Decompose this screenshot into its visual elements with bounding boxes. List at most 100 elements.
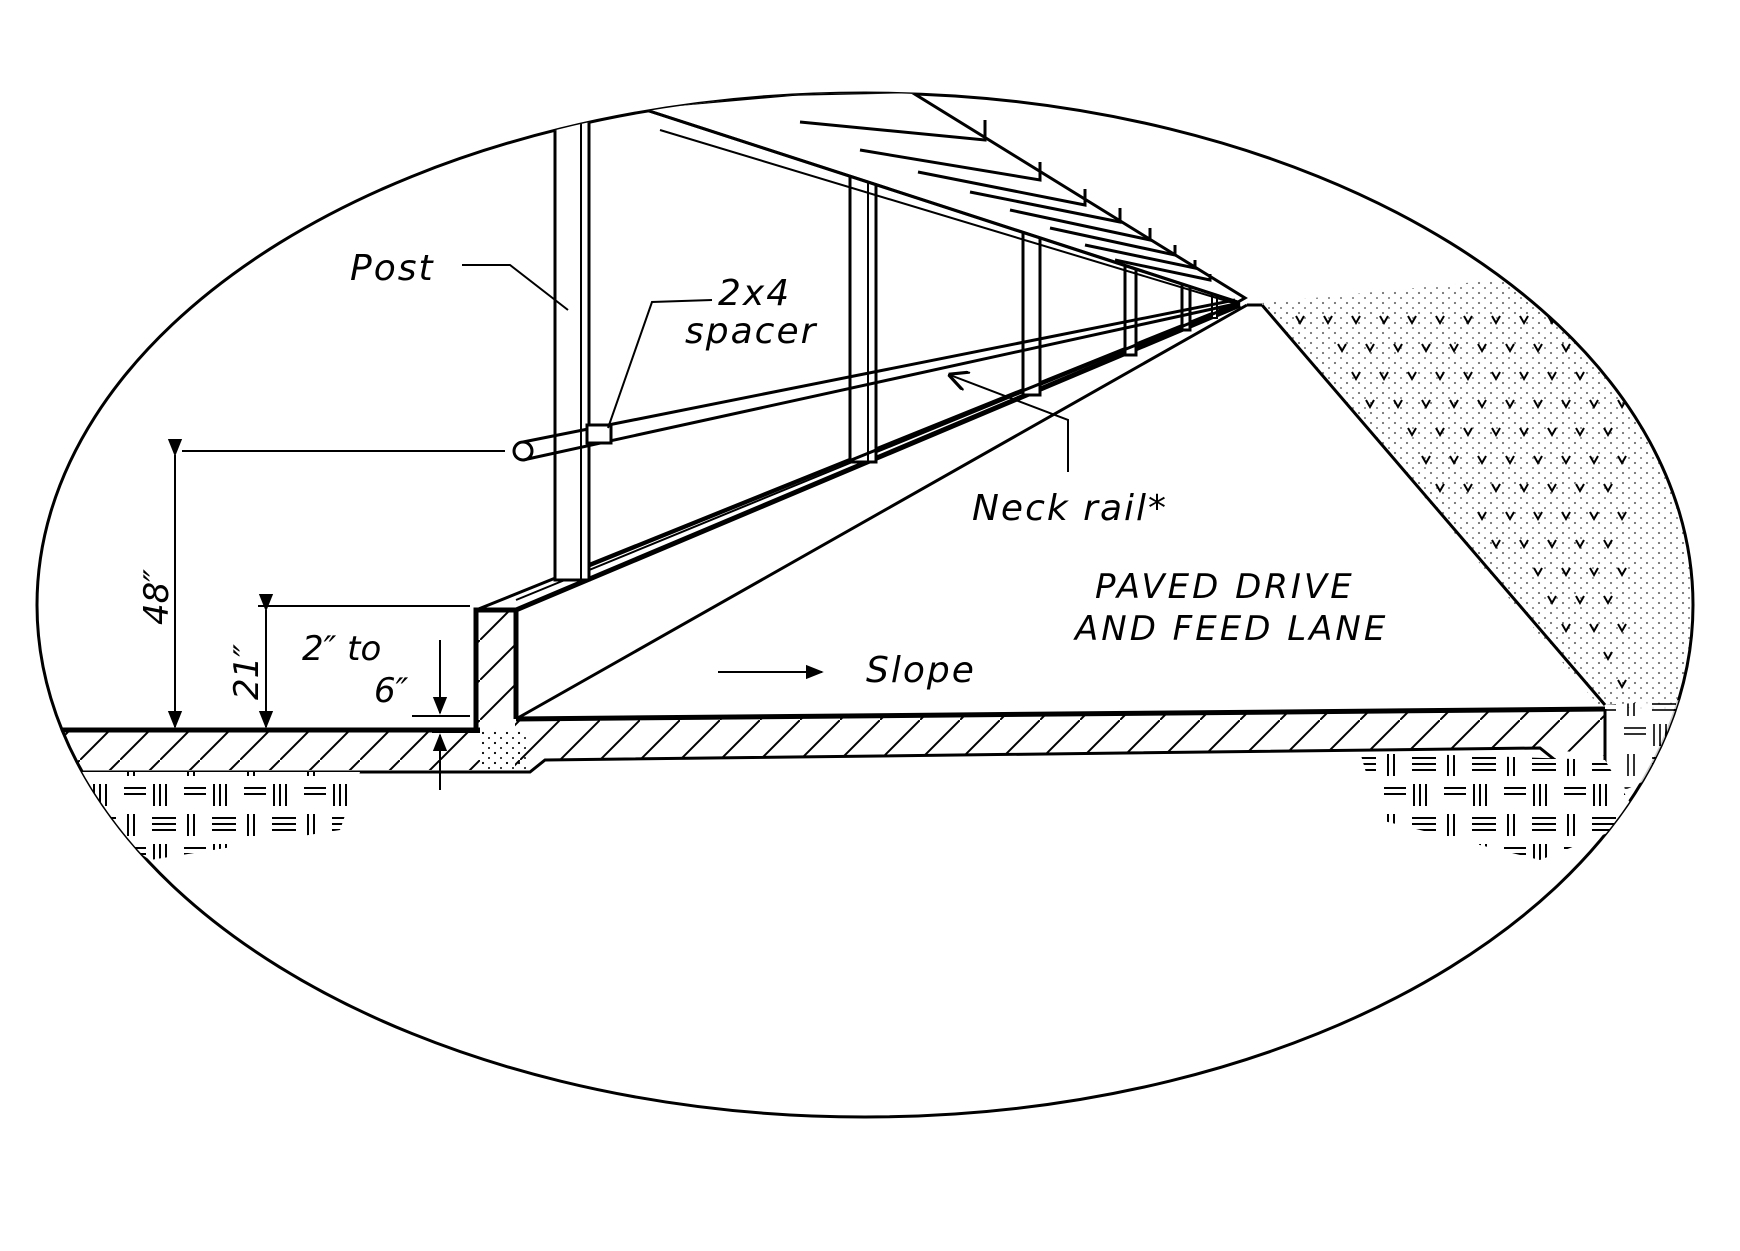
rafter [917,170,1087,207]
grass-mark [1505,399,1515,410]
spacer-block [585,423,613,445]
neck-rail-leader [950,375,1069,472]
grass-mark [1477,455,1487,466]
grass-mark [1547,595,1557,606]
grass-mark [1435,483,1445,494]
rafter [859,148,1042,182]
grass-mark [1519,315,1529,326]
neck-rail [512,298,1236,462]
grass-mark [1617,343,1627,354]
grass-mark [1407,427,1417,438]
grass-mark [1491,315,1501,326]
rafter [1084,243,1197,270]
ground-slab [37,706,1607,774]
grass-mark [1561,567,1571,578]
grass-mark [1421,343,1431,354]
post-3 [1021,223,1042,397]
paved-label-line1: PAVED DRIVE [1095,567,1355,607]
grass-mark [1295,315,1305,326]
rafter [1114,258,1212,282]
rafter [799,120,987,142]
grass-mark [1505,511,1515,522]
grass-mark [1575,595,1585,606]
grass-mark [1561,623,1571,634]
grass-mark [1547,483,1557,494]
rafter [969,190,1122,224]
grass-mark [1435,427,1445,438]
grass-mark [1505,343,1515,354]
grass-mark [1617,623,1627,634]
grass-mark [1533,567,1543,578]
grass-mark [1533,343,1543,354]
grass-mark [1575,539,1585,550]
dim-21-text: 21″ [227,644,267,700]
dimensions: 48″ 21″ 2″ to 6″ [137,438,505,790]
grass-mark [1449,343,1459,354]
grass-mark [1463,315,1473,326]
grass-mark [1323,315,1333,326]
post-leader [462,264,569,311]
grass-mark [1491,427,1501,438]
dim-step-line2: 6″ [374,671,409,711]
grass-mark [1519,371,1529,382]
grass-mark [1491,371,1501,382]
rafter [1049,226,1177,257]
grass-mark [1561,399,1571,410]
grass-mark [1365,343,1375,354]
grass-mark [1533,511,1543,522]
grass-mark [1603,595,1613,606]
grass-mark [1533,455,1543,466]
grass-mark [1393,343,1403,354]
roof-beam [639,93,1248,306]
grass-mark [1561,455,1571,466]
soil [80,700,1690,860]
dim-48-text: 48″ [137,569,177,625]
post-2 [848,170,878,464]
grass-mark [1379,371,1389,382]
grass-mark [1491,539,1501,550]
grass-mark [1589,343,1599,354]
rafter [1009,208,1152,242]
scene [37,93,1693,860]
grass-mark [1477,343,1487,354]
grass-mark [1449,455,1459,466]
grass-mark [1435,371,1445,382]
grass-mark [1575,371,1585,382]
post-1 [553,113,591,582]
grass-mark [1603,483,1613,494]
spacer-label-line1: 2x4 [718,273,791,314]
lower-rail [588,303,1236,568]
grass-mark [1617,399,1627,410]
grass-mark [1603,427,1613,438]
grass-mark [1463,371,1473,382]
grass-mark [1603,539,1613,550]
grass-mark [1603,651,1613,662]
grass-mark [1589,511,1599,522]
grass-mark [1337,343,1347,354]
spacer-leader [607,299,713,429]
grass-mark [1463,427,1473,438]
grass-mark [1435,315,1445,326]
grass-mark [1407,371,1417,382]
grass-mark [1589,623,1599,634]
grass-mark [1575,315,1585,326]
grass-mark [1393,399,1403,410]
grass-mark [1519,539,1529,550]
grass-mark [1407,315,1417,326]
grass-mark [1575,427,1585,438]
annotations: Post 2x4 spacer Neck rail* PAVED DRIVE A… [350,248,1385,691]
grass-mark [1519,427,1529,438]
grass-mark [1561,343,1571,354]
grass-mark [1351,371,1361,382]
grass-mark [1463,483,1473,494]
grass-mark [1547,371,1557,382]
post-label: Post [350,248,435,289]
grass-mark [1505,455,1515,466]
grass-mark [1491,483,1501,494]
grass-mark [1603,315,1613,326]
grass-mark [1589,567,1599,578]
grass-mark [1533,399,1543,410]
grass-mark [1477,399,1487,410]
grass-mark [1449,399,1459,410]
